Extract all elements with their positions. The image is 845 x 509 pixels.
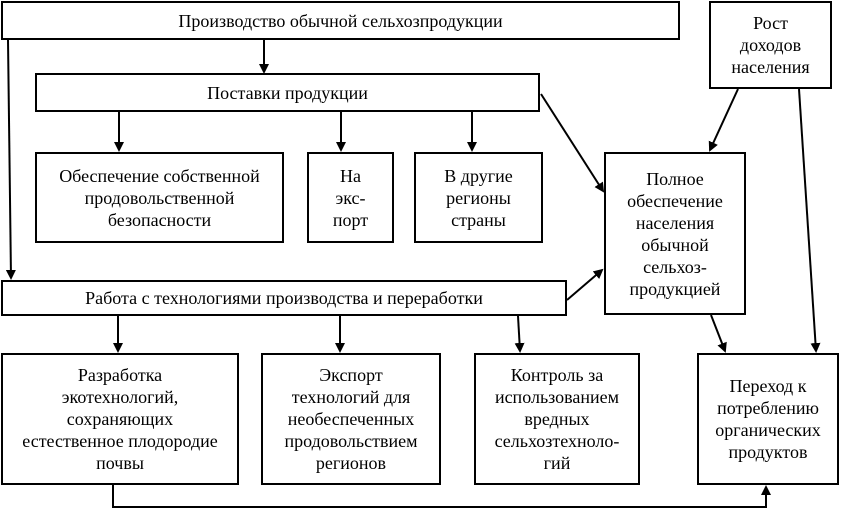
arrow-production-to-technologies [5,39,16,280]
organic-label: Переход к потреблению органических проду… [715,376,821,462]
income-growth-label: Рост доходов населения [731,13,810,77]
technologies-label: Работа с технологиями производства и пер… [85,288,483,308]
income-growth-box: Рост доходов населения [709,1,832,89]
tech-export-label: Экспорт технологий для необеспеченных пр… [284,365,418,473]
arrow-technologies-to-full-provision [566,268,604,301]
supply-box: Поставки продукции [35,73,540,112]
arrow-income-to-organic [798,88,821,353]
arrow-eco-tech-to-organic [112,485,771,508]
supply-label: Поставки продукции [207,82,368,103]
control-box: Контроль за использованием вредных сельх… [474,353,640,485]
export-label: На экс- порт [332,165,369,230]
control-label: Контроль за использованием вредных сельх… [494,365,620,473]
tech-export-box: Экспорт технологий для необеспеченных пр… [261,353,441,485]
arrow-supply-to-full-provision [540,93,605,193]
other-regions-box: В другие регионы страны [414,152,543,243]
eco-tech-label: Разработка экотехнологий, сохраняющих ес… [22,365,218,473]
production-label: Производство обычной сельхозпродукции [178,10,503,31]
export-box: На экс- порт [307,152,394,243]
technologies-box: Работа с технологиями производства и пер… [1,280,567,316]
food-security-label: Обеспечение собственной продовольственно… [59,165,260,230]
arrow-income-to-full-provision [708,88,739,152]
other-regions-label: В другие регионы страны [444,165,513,230]
production-box: Производство обычной сельхозпродукции [1,1,680,40]
eco-tech-box: Разработка экотехнологий, сохраняющих ес… [1,353,239,485]
organic-box: Переход к потреблению органических проду… [697,353,839,485]
arrow-full-provision-to-organic [710,314,727,353]
full-provision-box: Полное обеспечение населения обычной сел… [604,152,746,315]
full-provision-label: Полное обеспечение населения обычной сел… [627,168,723,299]
arrow-technologies-to-control [514,315,525,353]
food-security-box: Обеспечение собственной продовольственно… [35,152,284,243]
